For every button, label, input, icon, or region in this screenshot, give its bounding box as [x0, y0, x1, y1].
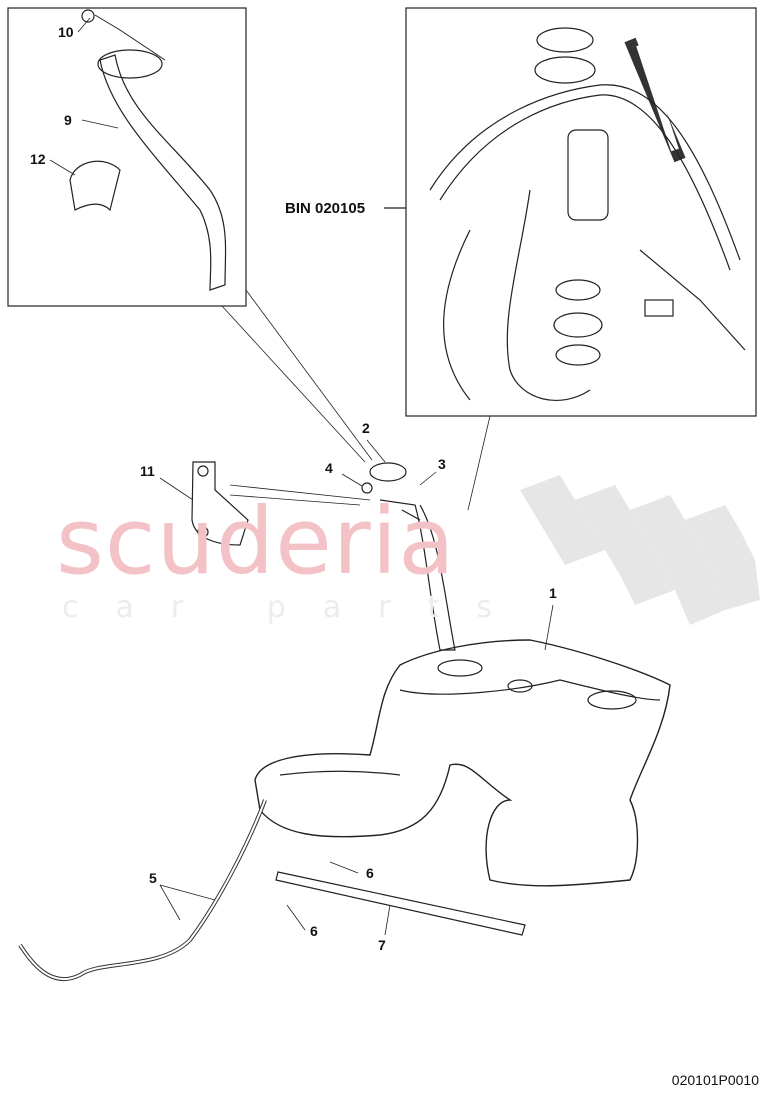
callout-4[interactable]: 4	[325, 460, 333, 476]
watermark-text: scuderia	[56, 488, 456, 595]
callout-5[interactable]: 5	[149, 870, 157, 886]
callout-11[interactable]: 11	[140, 463, 155, 479]
callout-9[interactable]: 9	[64, 112, 72, 128]
fuel-tank	[254, 639, 671, 887]
callout-7[interactable]: 7	[378, 937, 386, 953]
callout-6-upper[interactable]: 6	[366, 865, 374, 881]
reference-label[interactable]: BIN 020105	[285, 200, 366, 217]
callout-3[interactable]: 3	[438, 456, 446, 472]
inset-box-fuel-pump	[405, 7, 757, 417]
callout-2[interactable]: 2	[362, 420, 370, 436]
drawing-code: 020101P0010	[671, 1072, 759, 1088]
callout-6-lower[interactable]: 6	[310, 923, 318, 939]
watermark-subtext: car parts	[62, 590, 529, 625]
callout-12[interactable]: 12	[30, 151, 46, 167]
inset-box-bracket	[7, 7, 247, 307]
callout-10[interactable]: 10	[58, 24, 74, 40]
checkered-flag-logo	[520, 475, 760, 625]
callout-1[interactable]: 1	[549, 585, 557, 601]
